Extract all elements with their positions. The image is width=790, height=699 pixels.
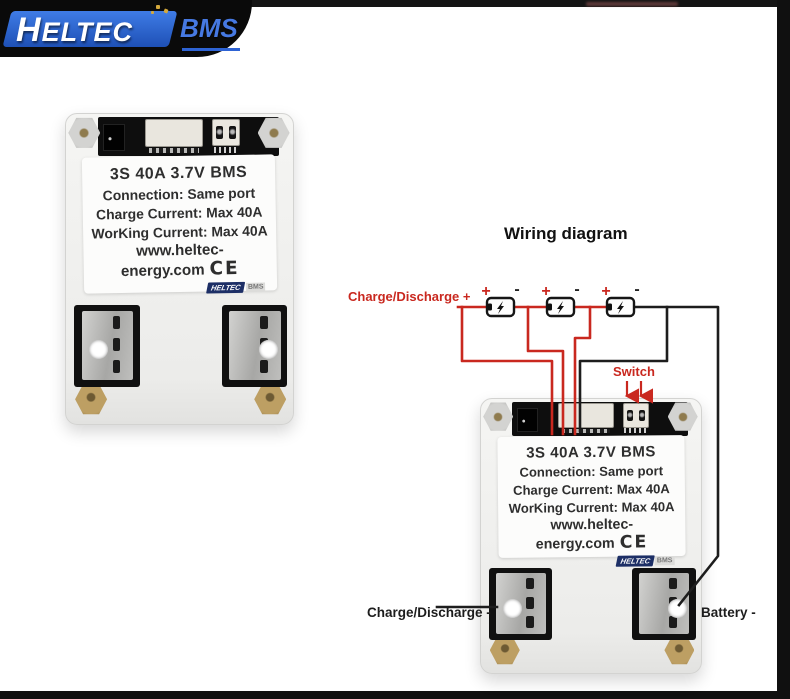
lightning-bolt-icon [557,301,564,314]
battery-minus-sign: - [514,281,519,298]
terminal-pad-charge-discharge-minus [488,567,553,641]
battery-cell-icon [605,296,636,318]
switch-connector [212,118,240,147]
label-switch: Switch [613,364,655,379]
terminal-hole [503,598,523,618]
lightning-bolt-icon [497,301,504,314]
logo-underline [182,48,240,51]
solder-pad [81,311,134,381]
bms-board-front: 3S 40A 3.7V BMS Connection: Same port Ch… [65,113,294,425]
terminal-hole [89,340,109,360]
hex-screw-icon [254,384,287,415]
spec-website: www.heltec-energy.com [535,516,633,553]
solder-pad [496,573,547,635]
lightning-bolt-icon [617,301,624,314]
balance-connector [144,118,204,153]
wiring-diagram-title: Wiring diagram [504,224,628,243]
mini-logo-brand: HELTEC [614,555,655,567]
hex-screw-icon [68,117,101,148]
spec-label: 3S 40A 3.7V BMS Connection: Same port Ch… [496,435,686,567]
hex-screw-icon [483,402,514,431]
mini-heltec-logo: HELTEC BMS [84,281,277,295]
bottom-border [0,691,790,699]
spec-title: 3S 40A 3.7V BMS [109,163,248,183]
solder-pad [639,573,690,635]
balance-connector [557,403,615,434]
battery-plus-sign: + [601,283,610,300]
battery-cell-icon [485,296,516,318]
spec-title: 3S 40A 3.7V BMS [525,443,656,463]
sparkle-icon [156,5,160,9]
right-border [777,0,790,699]
mini-logo-brand: HELTEC [206,281,247,294]
solder-pad [229,311,281,381]
terminal-pad-right [221,304,288,387]
mini-logo-suffix: BMS [245,282,266,292]
spec-connection: Connection: Same port [102,184,256,203]
hex-screw-icon [257,117,290,148]
hex-screw-icon [664,636,695,665]
hex-screw-icon [75,384,108,415]
battery-plus-sign: + [541,283,550,300]
connector-pin [216,125,223,140]
pcb-top-strip [511,401,688,436]
terminal-hole [668,598,688,618]
silkscreen-marks [624,428,648,434]
top-border [0,0,790,7]
label-battery-minus: Battery - [701,605,756,620]
connector-pins [149,147,199,153]
switch-connector [622,403,650,428]
spec-charge-current: Charge Current: Max 40A [95,203,263,223]
connector-pin [626,409,634,422]
bms-board-wired: 3S 40A 3.7V BMS Connection: Same port Ch… [480,398,702,674]
label-charge-discharge-minus: Charge/Discharge - [367,605,491,620]
connector-pin [638,409,646,422]
logo-brand-text: HELTEC [16,11,134,49]
ce-mark: CE [209,257,240,280]
sparkle-icon [151,11,154,14]
connector-pin [228,125,236,140]
connector-pins [561,428,610,434]
mini-logo-suffix: BMS [654,556,675,566]
spec-label: 3S 40A 3.7V BMS Connection: Same port Ch… [81,154,278,295]
battery-minus-sign: - [574,281,579,298]
heltec-logo: HELTEC BMS [0,0,252,57]
battery-plus-sign: + [481,283,490,300]
spec-connection: Connection: Same port [518,463,663,481]
spec-working-current: WorKing Current: Max 40A [91,222,268,242]
terminal-pad-battery-minus [631,567,696,641]
terminal-pad-left [73,304,140,387]
battery-minus-sign: - [634,281,639,298]
hex-screw-icon [489,636,520,665]
pcb-component [517,407,539,432]
top-border-artifact [586,2,678,6]
battery-cell-icon [545,296,576,318]
pcb-component [103,124,126,151]
ce-mark: CE [619,532,648,553]
spec-website: www.heltec-energy.com [120,240,224,280]
label-charge-discharge-plus: Charge/Discharge + [348,289,471,304]
silkscreen-marks [213,147,238,153]
terminal-hole [259,340,279,360]
pcb-top-strip [97,117,280,156]
logo-suffix-text: BMS [180,13,238,43]
mini-heltec-logo: HELTEC BMS [498,555,685,568]
battery-cells [485,296,636,318]
spec-working-current: WorKing Current: Max 40A [508,499,675,517]
spec-charge-current: Charge Current: Max 40A [512,481,670,499]
